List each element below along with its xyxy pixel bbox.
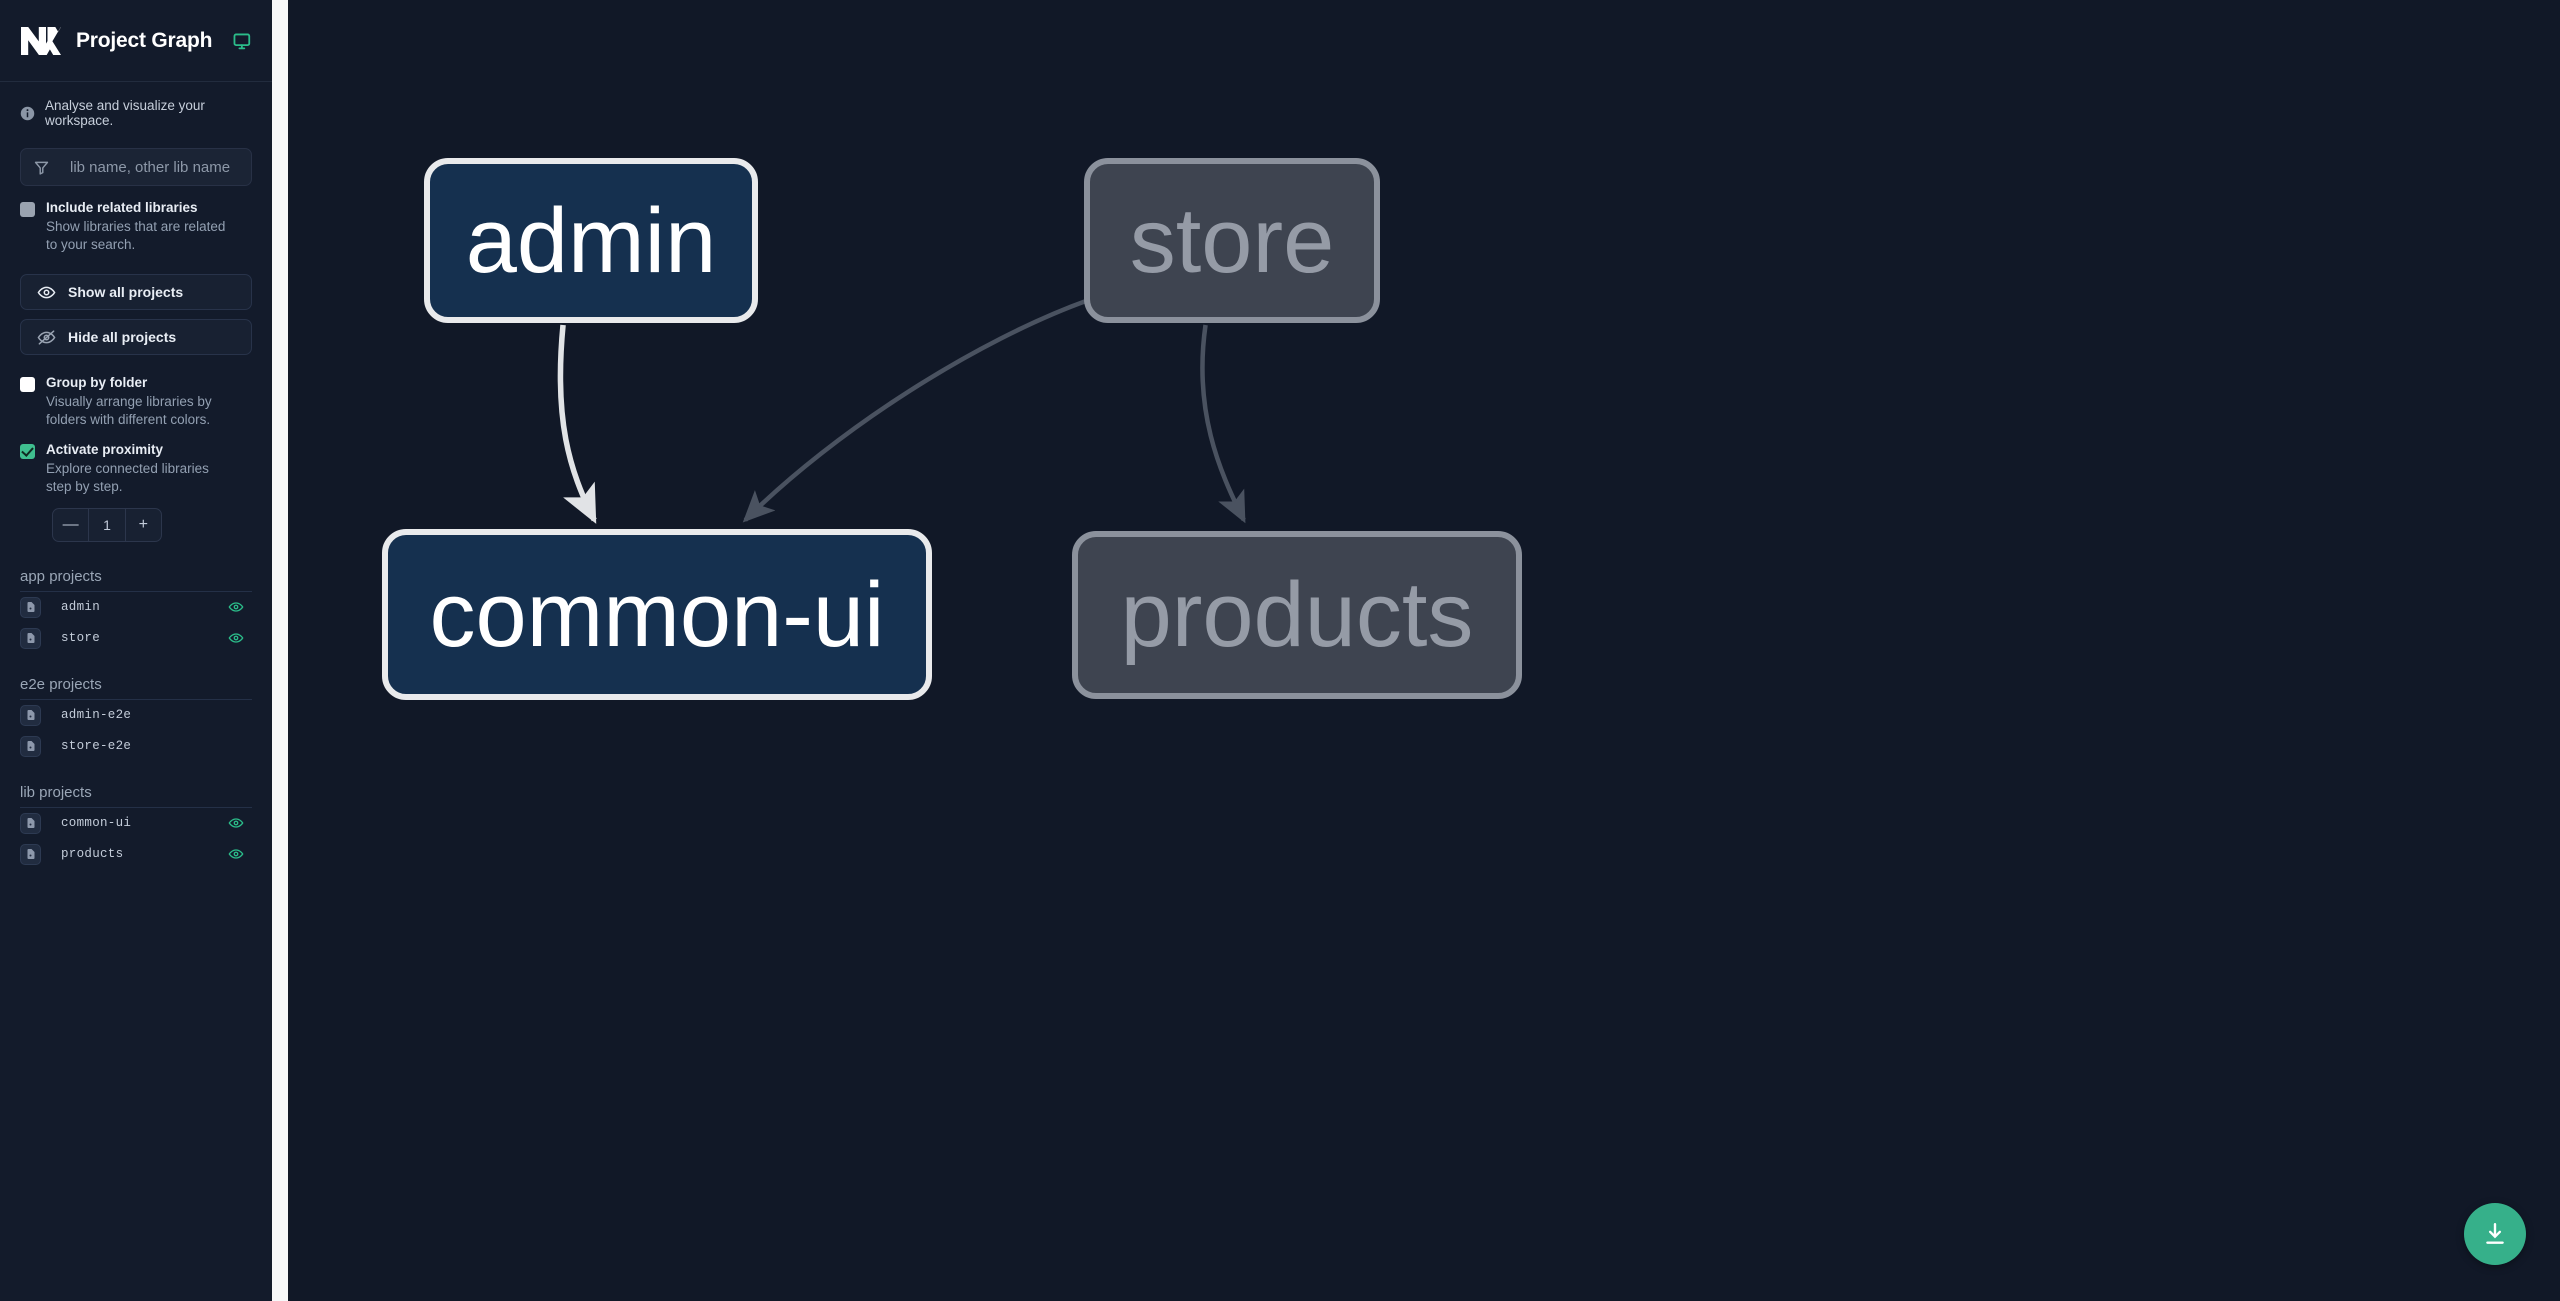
eye-icon [37, 286, 56, 299]
sidebar: Project Graph Analyse and visualize your… [0, 0, 272, 1301]
eye-icon[interactable] [228, 599, 244, 615]
project-name: products [61, 847, 124, 862]
eye-slash-icon [37, 330, 56, 345]
project-icon [20, 596, 41, 618]
project-icon [20, 627, 41, 649]
graph-node-label: store [1129, 189, 1335, 292]
proximity-increment-button[interactable]: + [138, 515, 148, 533]
sidebar-scrollbar[interactable] [272, 0, 288, 1301]
eye-icon[interactable] [228, 815, 244, 831]
project-name: admin-e2e [61, 708, 132, 723]
sidebar-header: Project Graph [0, 0, 272, 82]
graph-node-store[interactable]: store [1084, 158, 1380, 323]
activate-proximity-checkbox[interactable] [20, 443, 35, 459]
group-title-e2e-projects: e2e projects [20, 676, 252, 700]
monitor-icon[interactable] [232, 31, 252, 51]
list-item-products[interactable]: products [20, 839, 252, 870]
project-icon [20, 704, 41, 726]
stepper-divider-right [124, 508, 126, 541]
activate-proximity-label: Activate proximity [46, 441, 164, 457]
edge-store-to-products [1200, 324, 1246, 524]
include-related-libraries-row[interactable]: Include related libraries Show libraries… [0, 186, 272, 254]
download-icon [2486, 1223, 2504, 1244]
hide-all-projects-button[interactable]: Hide all projects [20, 319, 252, 356]
proximity-stepper[interactable]: — 1 + [52, 507, 162, 542]
info-icon [20, 106, 35, 120]
hide-all-projects-label: Hide all projects [68, 329, 177, 346]
edge-store-to-common-ui [742, 297, 1090, 523]
list-item-common-ui[interactable]: common-ui [20, 808, 252, 839]
include-related-libraries-checkbox[interactable] [20, 202, 35, 217]
list-item-store[interactable]: store [20, 623, 252, 654]
include-related-libraries-label: Include related libraries [46, 200, 198, 215]
project-name: store-e2e [61, 739, 132, 754]
eye-icon[interactable] [228, 846, 244, 862]
activate-proximity-description: Explore connected libraries step by step… [46, 460, 209, 494]
eye-icon[interactable] [228, 630, 244, 646]
proximity-value: 1 [103, 516, 111, 533]
funnel-filter-icon [34, 161, 49, 175]
proximity-decrement-button[interactable]: — [62, 515, 79, 533]
nx-logo-icon [21, 26, 61, 55]
tagline: Analyse and visualize your workspace. [0, 82, 272, 134]
group-by-folder-label: Group by folder [46, 375, 148, 391]
show-all-projects-button[interactable]: Show all projects [20, 274, 252, 311]
graph-node-label: common-ui [429, 563, 885, 666]
include-related-libraries-description: Show libraries that are related to your … [46, 218, 226, 253]
stepper-divider-left [88, 508, 90, 541]
activate-proximity-row[interactable]: Activate proximity Explore connected lib… [0, 430, 272, 496]
search-input[interactable] [59, 149, 251, 185]
group-by-folder-checkbox[interactable] [20, 377, 35, 393]
project-icon [20, 735, 41, 757]
project-name: store [61, 631, 101, 646]
group-by-folder-description: Visually arrange libraries by folders wi… [46, 394, 212, 428]
group-by-folder-row[interactable]: Group by folder Visually arrange librari… [0, 355, 272, 429]
page-title: Project Graph [76, 28, 213, 52]
edge-admin-to-common-ui [557, 324, 597, 524]
list-item-admin[interactable]: admin [20, 592, 252, 623]
project-name: common-ui [61, 816, 132, 831]
project-icon [20, 812, 41, 834]
project-name: admin [61, 600, 101, 615]
tagline-text: Analyse and visualize your workspace. [45, 98, 205, 128]
project-lists: app projects admin [0, 568, 272, 870]
graph-node-products[interactable]: products [1072, 531, 1522, 699]
list-item-store-e2e[interactable]: store-e2e [20, 731, 252, 762]
show-all-projects-label: Show all projects [68, 284, 184, 301]
graph-node-common-ui[interactable]: common-ui [382, 529, 932, 700]
graph-node-label: products [1120, 564, 1474, 666]
group-title-app-projects: app projects [20, 568, 252, 592]
graph-node-label: admin [465, 189, 717, 292]
project-graph-canvas[interactable]: admin store common-ui products [272, 0, 2560, 1301]
list-item-admin-e2e[interactable]: admin-e2e [20, 700, 252, 731]
group-title-lib-projects: lib projects [20, 784, 252, 808]
graph-edges [557, 297, 1246, 524]
download-graph-button[interactable] [2464, 1203, 2526, 1265]
graph-node-admin[interactable]: admin [424, 158, 758, 323]
project-icon [20, 843, 41, 865]
search-field-wrapper[interactable] [20, 148, 252, 186]
